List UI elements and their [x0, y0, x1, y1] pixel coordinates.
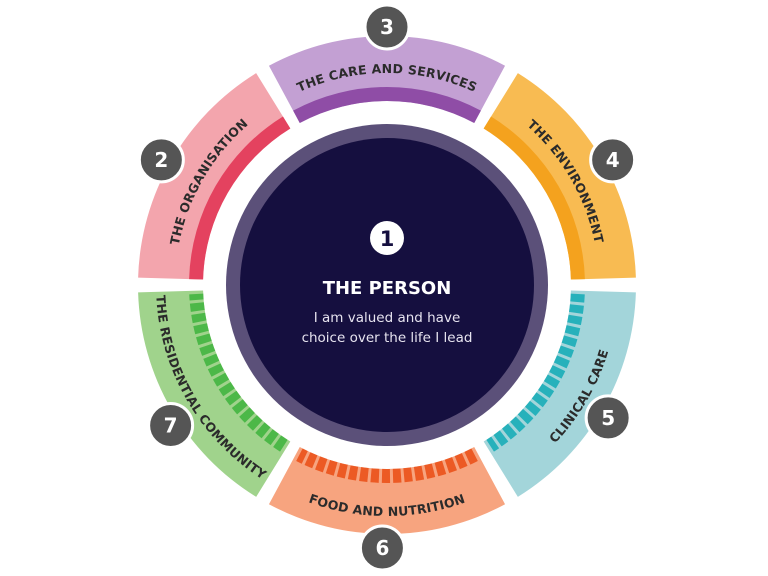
- person-core: [240, 138, 534, 432]
- number-badge-2: 2: [137, 136, 185, 184]
- segment-band: [483, 73, 636, 280]
- number-badge-7: 7: [147, 402, 195, 450]
- badge-number: 2: [154, 148, 168, 172]
- badge-circle: [147, 402, 195, 450]
- segment-food-and-nutrition: FOOD AND NUTRITION: [268, 447, 506, 534]
- number-badge-5: 5: [584, 394, 632, 442]
- badge-number: 7: [164, 414, 178, 438]
- badge-circle: [137, 136, 185, 184]
- number-badge-4: 4: [589, 136, 637, 184]
- segment-stripe-ladder: [486, 293, 585, 452]
- person-number: 1: [380, 227, 395, 251]
- badge-number: 4: [606, 148, 620, 172]
- segment-band: [138, 73, 291, 280]
- person-subtitle-line1: I am valued and have: [314, 310, 461, 326]
- segment-stripe-ladder: [189, 293, 288, 452]
- segment-band: [138, 290, 291, 497]
- person-title: THE PERSON: [323, 278, 452, 299]
- badge-circle: [358, 524, 406, 572]
- badge-circle: [584, 394, 632, 442]
- badge-number: 3: [380, 15, 394, 39]
- badge-circle: [589, 136, 637, 184]
- number-badge-6: 6: [358, 524, 406, 572]
- segment-stripe-ladder: [296, 448, 478, 483]
- badge-number: 5: [601, 406, 615, 430]
- segment-stripe: [189, 116, 291, 280]
- person-number-badge: [370, 221, 404, 255]
- segment-the-care-and-services: THE CARE AND SERVICES: [268, 35, 506, 123]
- number-badge-3: 3: [363, 3, 411, 51]
- badge-number: 6: [375, 536, 389, 560]
- segment-stripe: [483, 116, 585, 280]
- badges-group: 2 3 4 5 6 7: [137, 3, 637, 572]
- segment-band: [483, 290, 636, 497]
- person-subtitle-line2: choice over the life I lead: [302, 330, 473, 346]
- segment-stripe: [293, 87, 481, 123]
- badge-circle: [363, 3, 411, 51]
